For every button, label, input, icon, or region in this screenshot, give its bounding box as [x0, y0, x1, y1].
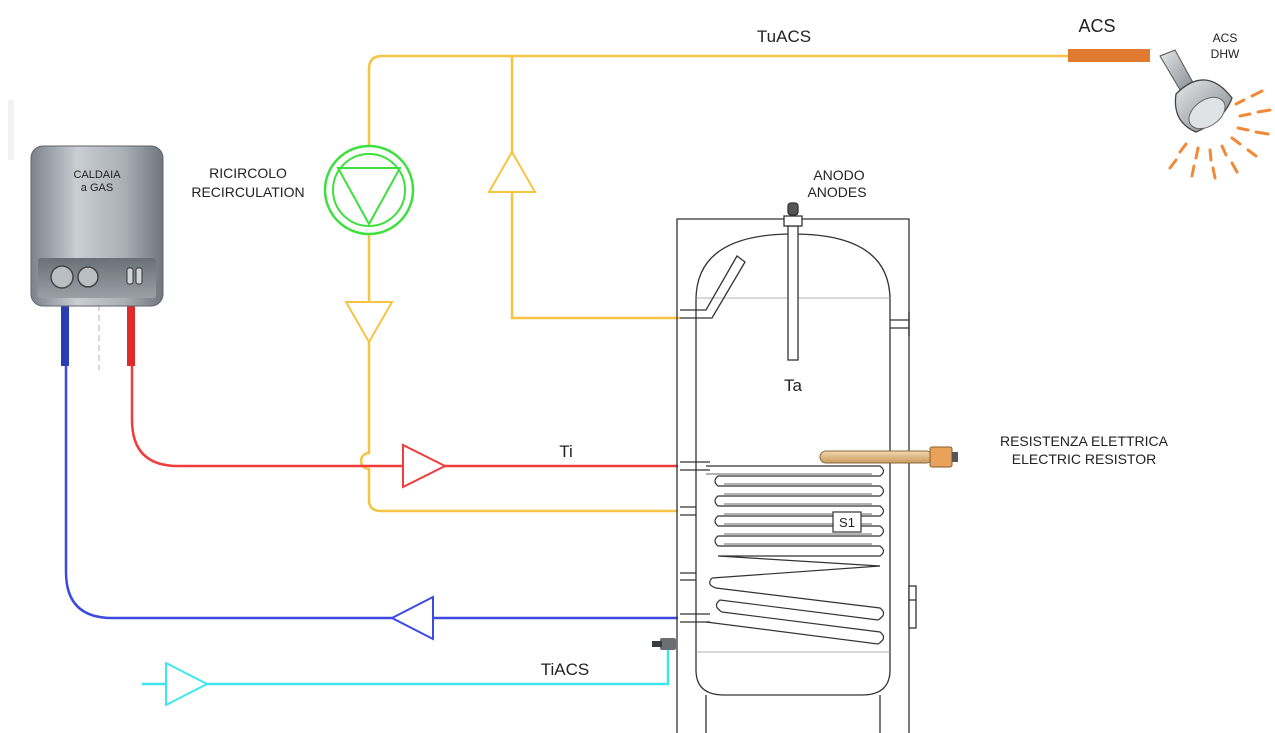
- heating-flow-pipe: [130, 305, 678, 468]
- recirculation-pump: [323, 144, 415, 236]
- cold-water-valve: [652, 638, 676, 650]
- shower-label-line2: DHW: [1211, 47, 1240, 61]
- sensor-s1-label: S1: [839, 515, 855, 530]
- sensor-s1-box: [832, 511, 862, 533]
- boiler-switch-2: [135, 267, 143, 285]
- heating-flow-arrow: [402, 443, 448, 489]
- hot-water-pipes: [359, 54, 1068, 513]
- boiler-switch-1: [126, 267, 134, 285]
- tank-temperature-label: Ta: [784, 376, 803, 395]
- shower-label-line1: ACS: [1213, 31, 1238, 45]
- resistor-label-line2: ELECTRIC RESISTOR: [1012, 451, 1156, 467]
- shower-head-icon: [1159, 49, 1233, 133]
- boiler-dial-1: [50, 265, 74, 289]
- water-spray: [1168, 89, 1272, 180]
- pump-label-line1: RICIRCOLO: [209, 165, 287, 181]
- outlet-label: ACS: [1078, 16, 1115, 36]
- heating-flow-connector: [127, 304, 135, 366]
- resistor-label-line1: RESISTENZA ELETTRICA: [1000, 433, 1169, 449]
- anode-label-line2: ANODES: [807, 184, 866, 200]
- recirculation-down-arrow: [344, 301, 394, 345]
- boiler-dial-2: [77, 266, 99, 288]
- electric-resistor: [819, 446, 958, 468]
- heating-return-pipe: [64, 305, 678, 620]
- heating-coil: [705, 465, 885, 645]
- acs-outlet-bar: [1068, 49, 1150, 62]
- pump-label-line2: RECIRCULATION: [191, 184, 304, 200]
- gas-boiler: [8, 100, 164, 307]
- boiler-label-line2: a GAS: [81, 182, 113, 194]
- cold-inlet-label: TiACS: [541, 660, 590, 679]
- cold-water-arrow: [165, 661, 210, 707]
- heating-return-connector: [61, 304, 69, 366]
- hot-water-up-arrow: [487, 149, 537, 193]
- storage-tank: [676, 202, 917, 733]
- heating-return-arrow: [389, 595, 434, 641]
- hot-outlet-label: TuACS: [757, 27, 811, 46]
- heating-inlet-label: Ti: [559, 442, 573, 461]
- anode-label-line1: ANODO: [813, 167, 864, 183]
- boiler-label-line1: CALDAIA: [73, 169, 121, 181]
- cold-water-pipe: [142, 650, 670, 686]
